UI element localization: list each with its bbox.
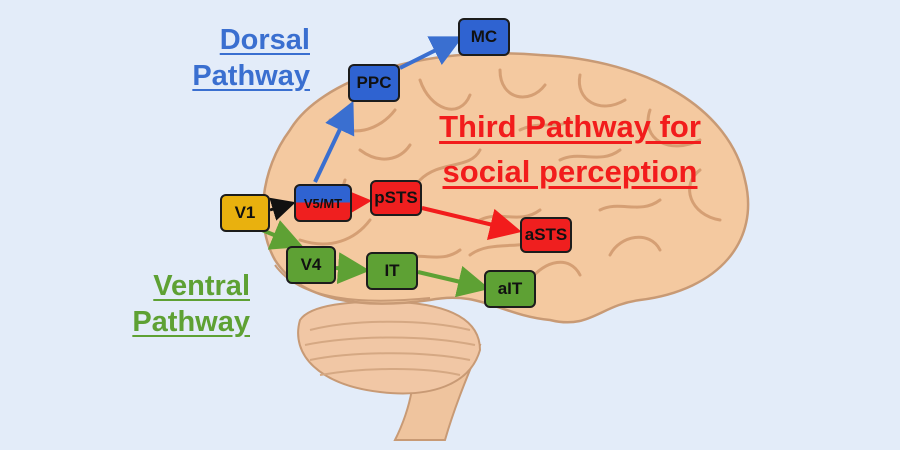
arrow-v5mt-to-ppc: [313, 100, 355, 183]
arrow-v1-to-v5mt: [269, 197, 296, 221]
dorsal-pathway-label: Dorsal Pathway: [170, 22, 310, 94]
node-ppc: PPC: [348, 64, 400, 102]
node-v1: V1: [220, 194, 270, 232]
cerebellum: [297, 300, 482, 395]
cerebrum-folds: [298, 68, 722, 282]
third-label-line1: Third Pathway for: [439, 109, 701, 144]
node-aSTS: aSTS: [520, 217, 572, 253]
temporal-lobe-outline: [274, 264, 431, 302]
node-v4: V4: [286, 246, 336, 284]
arrow-v4-to-it: [335, 252, 370, 285]
arrow-ppc-to-mc: [399, 36, 464, 70]
node-v5mt: V5/MT: [294, 184, 352, 222]
third-label-line2: social perception: [442, 154, 698, 189]
third-pathway-label: Third Pathway for social perception: [420, 104, 720, 194]
node-pSTS: pSTS: [370, 180, 422, 216]
ventral-label-line1: Ventral: [153, 270, 250, 302]
dorsal-label-line2: Pathway: [192, 60, 310, 92]
dorsal-label-line1: Dorsal: [219, 24, 310, 56]
node-it: IT: [366, 252, 418, 290]
node-mc: MC: [458, 18, 510, 56]
node-ait: aIT: [484, 270, 536, 308]
ventral-label-line2: Pathway: [132, 306, 250, 338]
arrow-v5mt-to-pSTS: [347, 190, 372, 215]
ventral-pathway-label: Ventral Pathway: [110, 268, 250, 340]
arrow-it-to-ait: [417, 265, 490, 298]
cerebellum-folds: [304, 320, 476, 376]
arrow-pSTS-to-aSTS: [421, 206, 522, 240]
arrow-v1-to-v4: [261, 220, 304, 250]
